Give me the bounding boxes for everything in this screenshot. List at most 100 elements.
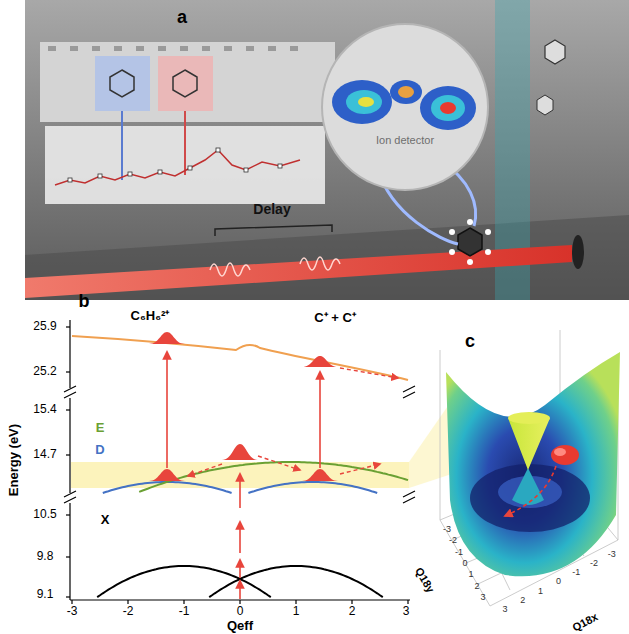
drawing-path xyxy=(340,368,398,378)
detector-disc: Ion detector xyxy=(320,22,490,192)
axis-tick: 10.5 xyxy=(33,508,56,521)
x-state-curve xyxy=(97,566,271,597)
drawing-path xyxy=(72,336,408,380)
axis-tick: 15.4 xyxy=(33,403,56,416)
drawing-polygon xyxy=(458,228,482,256)
drawing-g xyxy=(188,368,398,476)
detector-label: Ion detector xyxy=(376,134,434,146)
drawing-path xyxy=(340,464,380,474)
state-label: D xyxy=(95,443,104,457)
drawing-path xyxy=(505,466,556,516)
state-label: C₆H₆²⁺ xyxy=(131,309,170,323)
drawing-ellipse xyxy=(420,86,476,130)
drawing-rect xyxy=(290,46,298,51)
drawing-rect xyxy=(278,164,282,168)
drawing-rect xyxy=(188,166,192,170)
drawing-ellipse xyxy=(470,464,590,532)
drawing-polygon xyxy=(25,215,629,300)
axis-title: Energy (eV) xyxy=(7,424,21,496)
drawing-line xyxy=(66,409,70,410)
axis-tick: -3 xyxy=(608,550,616,560)
axis-tick: 3 xyxy=(502,605,507,615)
drawing-svg xyxy=(320,22,490,192)
drawing-line xyxy=(69,320,70,388)
drawing-rect xyxy=(180,46,188,51)
drawing-ellipse xyxy=(346,90,382,114)
drawing-line xyxy=(121,111,123,180)
axis-tick: 2 xyxy=(349,605,356,618)
drawing-path xyxy=(222,444,258,460)
drawing-line xyxy=(64,497,76,503)
axis-tick: 1 xyxy=(293,605,300,618)
drawing-polygon xyxy=(173,70,197,97)
panel-letter: c xyxy=(465,332,475,352)
axis-tick: 3 xyxy=(403,605,410,618)
axis-tick: 0 xyxy=(462,559,467,569)
drawing-rect xyxy=(98,174,102,178)
axis-tick: 14.7 xyxy=(33,448,56,461)
drawing-line xyxy=(166,352,168,468)
axis-title: Q18x xyxy=(570,610,599,633)
drawing-rect xyxy=(246,46,254,51)
axis-tick: 25.2 xyxy=(33,365,56,378)
delay-label: Delay xyxy=(253,202,290,217)
drawing-line xyxy=(69,503,70,600)
drawing-circle xyxy=(485,229,491,235)
drawing-polygon xyxy=(537,95,553,115)
drawing-line xyxy=(403,386,415,392)
drawing-rect xyxy=(158,170,162,174)
drawing-ellipse xyxy=(332,80,392,124)
axis-tick: 9.1 xyxy=(37,588,54,601)
drawing-ellipse xyxy=(390,80,422,104)
axis-tick: 3 xyxy=(480,593,485,603)
drawing-circle xyxy=(449,249,455,255)
drawing-line xyxy=(64,386,76,392)
axis-tick: 25.9 xyxy=(33,320,56,333)
drawing-path xyxy=(188,464,222,476)
drawing-path xyxy=(512,468,544,505)
drawing-line xyxy=(319,372,321,468)
drawing-ellipse xyxy=(431,95,465,121)
drawing-polyline xyxy=(55,150,300,185)
drawing-rect xyxy=(202,46,210,51)
drawing-path xyxy=(258,456,300,470)
drawing-ellipse xyxy=(551,445,579,465)
drawing-line xyxy=(66,454,70,455)
drawing-g xyxy=(68,148,282,182)
drawing-rect xyxy=(128,172,132,176)
drawing-line xyxy=(403,392,415,398)
drawing-line xyxy=(183,600,184,604)
drawing-path xyxy=(210,263,250,276)
drawing-ellipse xyxy=(440,102,456,114)
drawing-path xyxy=(302,356,338,367)
drawing-circle xyxy=(322,24,488,190)
axis-tick: -2 xyxy=(123,605,134,618)
axis-tick: -3 xyxy=(443,525,451,535)
drawing-line xyxy=(295,600,296,604)
axis-title: Q18y xyxy=(413,565,437,594)
drawing-line xyxy=(66,596,70,597)
panel-letter: a xyxy=(177,8,187,28)
axis-tick: -2 xyxy=(449,536,457,546)
drawing-rect xyxy=(114,46,122,51)
drawing-path xyxy=(149,469,185,481)
drawing-line xyxy=(66,326,70,327)
axis-tick: 0 xyxy=(237,605,244,618)
axis-tick: 1 xyxy=(538,587,543,597)
drawing-circle xyxy=(485,249,491,255)
drawing-line xyxy=(71,600,72,604)
drawing-rect xyxy=(70,46,78,51)
axis-tick: 2 xyxy=(520,596,525,606)
drawing-line xyxy=(351,600,352,604)
drawing-polygon xyxy=(110,70,134,97)
drawing-g xyxy=(167,352,320,599)
axis-tick: -1 xyxy=(572,568,580,578)
drawing-circle xyxy=(467,259,473,265)
drawing-path xyxy=(302,469,338,481)
drawing-rect xyxy=(268,46,276,51)
axis-tick: -2 xyxy=(590,559,598,569)
drawing-rect xyxy=(158,56,213,111)
drawing-circle xyxy=(449,229,455,235)
drawing-g xyxy=(48,46,298,51)
drawing-line xyxy=(407,600,408,604)
